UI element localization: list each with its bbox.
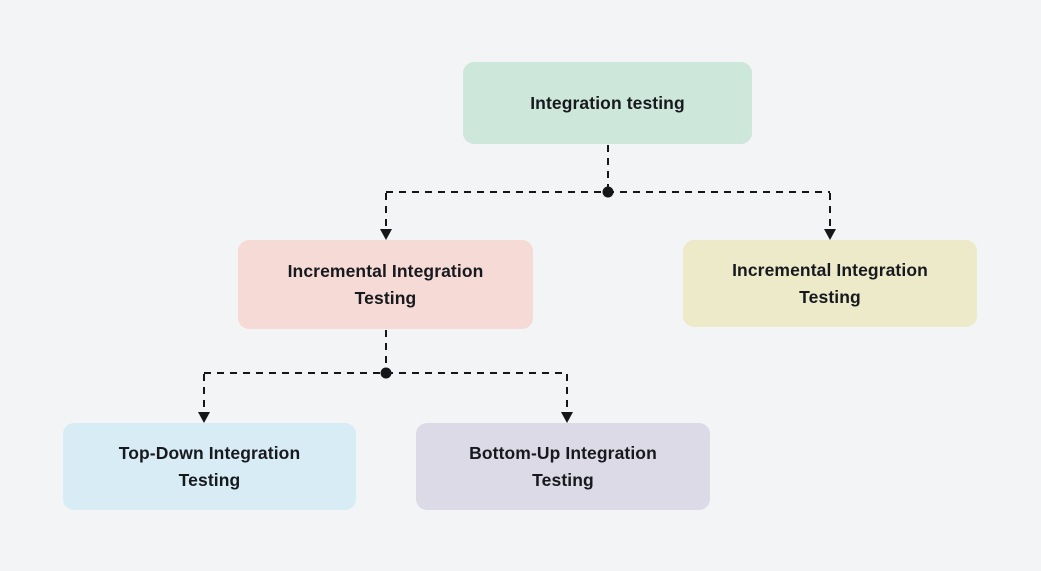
arrow-down-icon [380, 229, 392, 240]
node-top-down-integration-testing: Top-Down Integration Testing [63, 423, 356, 510]
node-label: Bottom-Up Integration Testing [469, 443, 657, 490]
node-label: Incremental Integration Testing [732, 260, 928, 307]
node-incremental-integration-testing-right: Incremental Integration Testing [683, 240, 977, 327]
junction-dot-icon [602, 186, 614, 198]
node-label: Incremental Integration Testing [287, 261, 484, 308]
junction-dot-icon [380, 367, 392, 379]
node-incremental-integration-testing-left: Incremental Integration Testing [238, 240, 533, 329]
node-label: Integration testing [530, 92, 685, 113]
node-label: Top-Down Integration Testing [118, 443, 301, 490]
node-integration-testing: Integration testing [463, 62, 752, 144]
arrow-down-icon [198, 412, 210, 423]
arrow-down-icon [561, 412, 573, 423]
arrow-down-icon [824, 229, 836, 240]
node-bottom-up-integration-testing: Bottom-Up Integration Testing [416, 423, 710, 510]
